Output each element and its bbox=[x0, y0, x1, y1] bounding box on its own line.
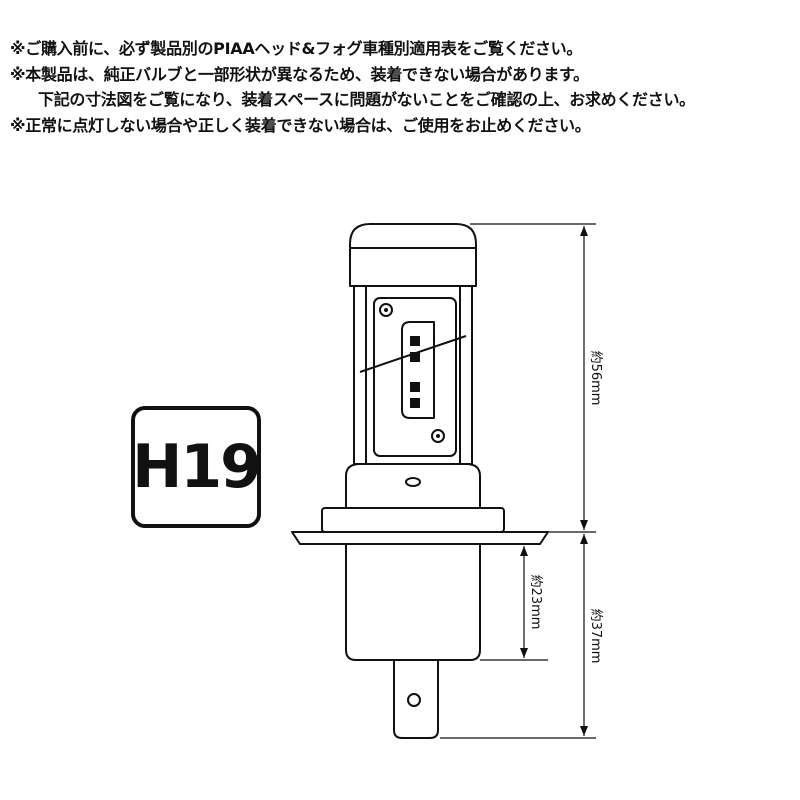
led-chip bbox=[410, 398, 420, 408]
bulb-outline bbox=[291, 223, 549, 739]
bulb-collar bbox=[321, 507, 505, 533]
arrow-upper-top bbox=[580, 226, 588, 236]
arrow-outer-bottom bbox=[580, 726, 588, 736]
led-chip bbox=[410, 382, 420, 392]
note-line-2: ※本製品は、純正バルブと一部形状が異なるため、装着できない場合があります。 bbox=[10, 64, 589, 84]
arrow-inner-top bbox=[520, 546, 528, 556]
note-line-1: ※ご購入前に、必ず製品別のPIAAヘッド&フォグ車種別適用表をご覧ください。 bbox=[10, 39, 583, 58]
dim-label-lower-inner: 約23mm bbox=[528, 575, 543, 630]
bulb-type-label: H19 bbox=[132, 432, 262, 502]
screw-bottom-center bbox=[436, 434, 440, 438]
bulb-cap bbox=[349, 223, 477, 287]
screw-top-center bbox=[384, 308, 388, 312]
bulb-flange bbox=[291, 531, 549, 545]
arrow-upper-bottom bbox=[580, 520, 588, 530]
led-chip bbox=[410, 336, 420, 346]
terminal-hole bbox=[407, 693, 421, 707]
bulb-base bbox=[345, 543, 481, 661]
dim-label-upper: 約56mm bbox=[588, 351, 603, 406]
dimension-lines bbox=[440, 223, 596, 739]
note-line-4: ※正常に点灯しない場合や正しく装着できない場合は、ご使用をお止めください。 bbox=[10, 115, 591, 135]
note-line-3: 下記の寸法図をご覧になり、装着スペースに問題がないことをご確認の上、お求めくださ… bbox=[38, 90, 695, 110]
bulb-type-badge: H19 bbox=[131, 406, 262, 528]
arrow-inner-bottom bbox=[520, 648, 528, 658]
dim-label-lower-outer: 約37mm bbox=[588, 609, 603, 664]
led-chip bbox=[410, 352, 420, 362]
neck-notch bbox=[405, 477, 421, 487]
notes-block: ※ご購入前に、必ず製品別のPIAAヘッド&フォグ車種別適用表をご覧ください。 ※… bbox=[10, 36, 790, 138]
led-chips bbox=[410, 336, 420, 408]
arrow-outer-top bbox=[580, 534, 588, 544]
